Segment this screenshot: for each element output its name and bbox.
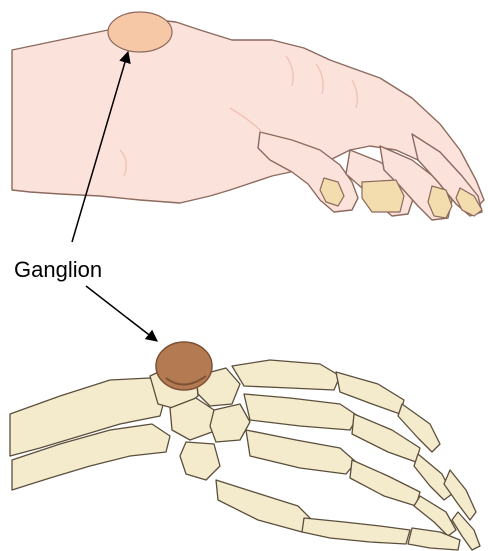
phalanx-bone (302, 518, 410, 544)
metacarpal-bone (232, 360, 340, 390)
arrow-to-bone-ganglion (86, 286, 157, 341)
metacarpal-bone (216, 480, 312, 532)
phalanx-bone (350, 460, 420, 506)
fingernail (362, 180, 404, 212)
hand-illustration (12, 12, 484, 220)
ganglion-cyst-bone (156, 342, 212, 390)
carpal-bone (180, 442, 220, 480)
carpal-bone (210, 404, 250, 442)
ganglion-cyst-skin (108, 12, 172, 52)
metacarpal-bone (244, 394, 358, 430)
ganglion-label: Ganglion (14, 257, 102, 283)
metacarpal-bone (246, 430, 356, 474)
skeleton-illustration (10, 342, 480, 550)
